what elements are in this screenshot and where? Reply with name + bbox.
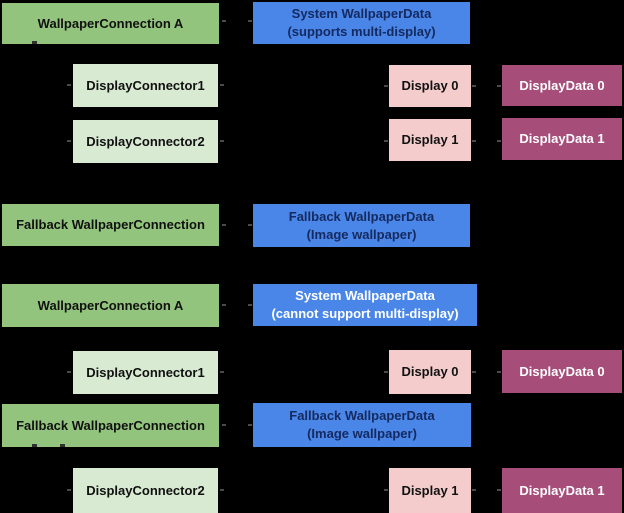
box-display-0-bottom: Display 0 <box>389 350 471 394</box>
box-system-wallpaper-data-cannot-support-multi-display: System WallpaperData (cannot support mul… <box>253 284 477 326</box>
box-display-connector-2-bottom: DisplayConnector2 <box>73 468 218 513</box>
connector-stub <box>67 84 71 86</box>
connector-stub <box>67 140 71 142</box>
connector-stub <box>222 224 226 226</box>
connector-stub <box>67 371 71 373</box>
box-label: DisplayData 0 <box>519 363 605 379</box>
connector-stub <box>384 489 388 491</box>
connector-stub <box>220 371 224 373</box>
connector-stub <box>472 371 476 373</box>
connector-stub <box>497 489 501 491</box>
connector-stub <box>472 85 476 87</box>
connector-stub <box>497 371 501 373</box>
box-label-line1: System WallpaperData <box>295 288 435 303</box>
box-fallback-wallpaper-connection-2: Fallback WallpaperConnection <box>2 404 219 447</box>
box-display-1-bottom: Display 1 <box>389 468 471 513</box>
box-display-1-top: Display 1 <box>389 119 471 161</box>
connector-stub <box>220 489 224 491</box>
connector-stub <box>248 424 252 426</box>
connector-stub <box>222 304 226 306</box>
box-label-line1: System WallpaperData <box>291 6 432 21</box>
connector-stub <box>384 140 388 142</box>
box-display-data-1-bottom: DisplayData 1 <box>502 468 622 513</box>
box-wallpaper-connection-a-1: WallpaperConnection A <box>2 3 219 44</box>
connector-stub <box>220 140 224 142</box>
box-display-connector-1-bottom: DisplayConnector1 <box>73 351 218 394</box>
box-label: DisplayData 1 <box>519 482 605 498</box>
connector-stub <box>472 489 476 491</box>
box-fallback-wallpaper-data-1: Fallback WallpaperData (Image wallpaper) <box>253 204 470 247</box>
box-label: DisplayConnector2 <box>86 482 205 498</box>
box-label-line1: Fallback WallpaperData <box>289 408 435 423</box>
box-system-wallpaper-data-supports-multi-display: System WallpaperData (supports multi-dis… <box>253 2 470 44</box>
box-label: WallpaperConnection A <box>37 297 184 313</box>
connector-stub <box>248 20 252 22</box>
box-label-line1: Fallback WallpaperData <box>288 208 435 224</box>
box-fallback-wallpaper-connection-1: Fallback WallpaperConnection <box>2 204 219 246</box>
box-label: DisplayData 1 <box>519 131 605 146</box>
box-label: DisplayConnector1 <box>86 77 205 93</box>
box-label: Display 0 <box>401 78 459 93</box>
box-label: Display 1 <box>401 482 459 498</box>
box-display-data-0-bottom: DisplayData 0 <box>502 350 622 393</box>
connector-stub <box>384 371 388 373</box>
box-display-data-1-top: DisplayData 1 <box>502 118 622 160</box>
box-label: Fallback WallpaperConnection <box>16 217 205 232</box>
connector-stub <box>497 85 501 87</box>
box-display-connector-1-top: DisplayConnector1 <box>73 64 218 107</box>
box-label-line2: (cannot support multi-display) <box>271 306 459 321</box>
connector-stub <box>472 140 476 142</box>
connector-stub <box>248 304 252 306</box>
box-label: Display 1 <box>401 132 459 147</box>
box-label: DisplayData 0 <box>519 77 605 93</box>
connector-stub <box>67 489 71 491</box>
box-label-line2: (Image wallpaper) <box>306 226 417 242</box>
connector-stub <box>32 41 37 44</box>
connector-stub <box>222 424 226 426</box>
box-label: Display 0 <box>401 364 459 379</box>
box-display-0-top: Display 0 <box>389 65 471 107</box>
box-fallback-wallpaper-data-2: Fallback WallpaperData (Image wallpaper) <box>253 403 471 447</box>
connector-stub <box>497 140 501 142</box>
box-display-data-0-top: DisplayData 0 <box>502 65 622 106</box>
box-label-line2: (supports multi-display) <box>287 24 436 39</box>
box-display-connector-2-top: DisplayConnector2 <box>73 120 218 163</box>
box-label: DisplayConnector1 <box>86 364 205 380</box>
box-wallpaper-connection-a-2: WallpaperConnection A <box>2 284 219 327</box>
connector-stub <box>60 444 65 447</box>
box-label: WallpaperConnection A <box>37 15 184 31</box>
connector-stub <box>32 444 37 447</box>
box-label: Fallback WallpaperConnection <box>16 417 205 433</box>
box-label: DisplayConnector2 <box>86 133 205 149</box>
connector-stub <box>384 85 388 87</box>
connector-stub <box>222 20 226 22</box>
connector-stub <box>220 84 224 86</box>
connector-stub <box>248 224 252 226</box>
box-label-line2: (Image wallpaper) <box>307 426 417 441</box>
